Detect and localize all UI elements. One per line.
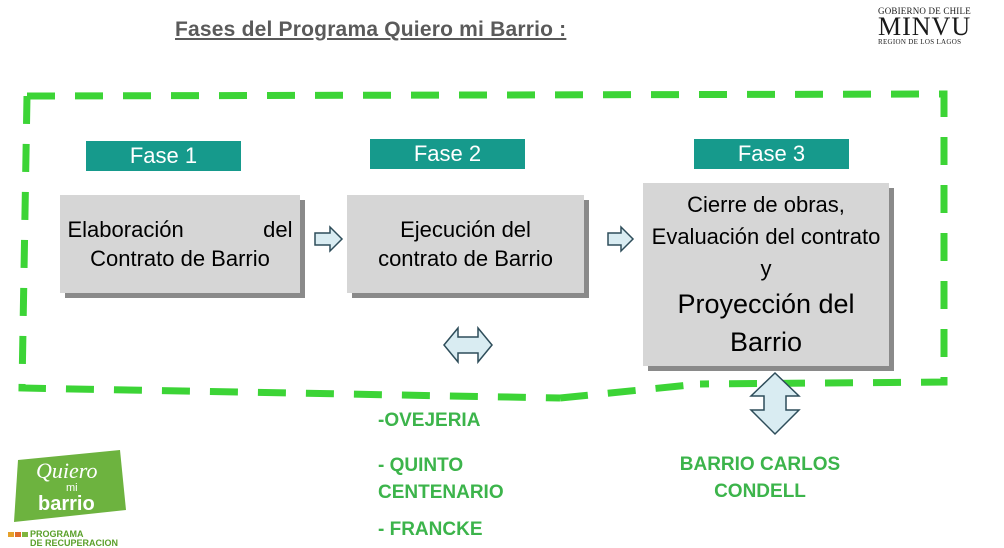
phase-2-box: Ejecución del contrato de Barrio	[347, 195, 584, 293]
minvu-gov-label: GOBIERNO DE CHILE	[878, 6, 971, 16]
right-arrow-icon	[314, 225, 344, 253]
phase-3-text: Cierre de obras, Evaluación del contrato…	[651, 191, 881, 281]
neighborhood-item: -OVEJERIA	[378, 410, 481, 431]
logo-line-1: Quiero	[36, 458, 98, 483]
phase-3-label: Fase 3	[694, 139, 849, 169]
horizontal-double-arrow-icon	[443, 325, 493, 365]
logo-caption: PROGRAMA DE RECUPERACION	[30, 530, 118, 548]
phase-2-text: Ejecución del contrato de Barrio	[378, 217, 553, 271]
phase-1-label: Fase 1	[86, 141, 241, 171]
phase-1-box: Elaboración del Contrato de Barrio	[60, 195, 300, 293]
phase-1-text: Elaboración del Contrato de Barrio	[67, 217, 293, 271]
vertical-double-arrow-icon	[749, 371, 801, 436]
neighborhood-item: - QUINTO CENTENARIO	[378, 455, 504, 503]
neighborhood-item: - FRANCKE	[378, 519, 483, 540]
phase-3-text-large: Proyección del Barrio	[677, 288, 855, 357]
logo-line-3: barrio	[38, 493, 95, 515]
minvu-region: REGION DE LOS LAGOS	[878, 38, 962, 46]
minvu-name: MINVU	[878, 12, 972, 41]
page-title: Fases del Programa Quiero mi Barrio :	[175, 18, 567, 41]
logo-caption-2: DE RECUPERACION	[30, 538, 119, 548]
phase-3-box: Cierre de obras, Evaluación del contrato…	[643, 183, 889, 366]
minvu-logo: GOBIERNO DE CHILE MINVU REGION DE LOS LA…	[878, 6, 1004, 46]
phase-3-neighborhood: BARRIO CARLOS CONDELL	[679, 454, 841, 502]
right-arrow-icon	[607, 225, 635, 253]
phase-2-label: Fase 2	[370, 139, 525, 169]
logo-color-bars	[8, 532, 28, 537]
logo-line-2: mi	[66, 482, 78, 494]
quiero-mi-barrio-logo: Quiero mi barrio	[14, 450, 126, 522]
logo-caption-1: PROGRAMA	[30, 529, 84, 539]
